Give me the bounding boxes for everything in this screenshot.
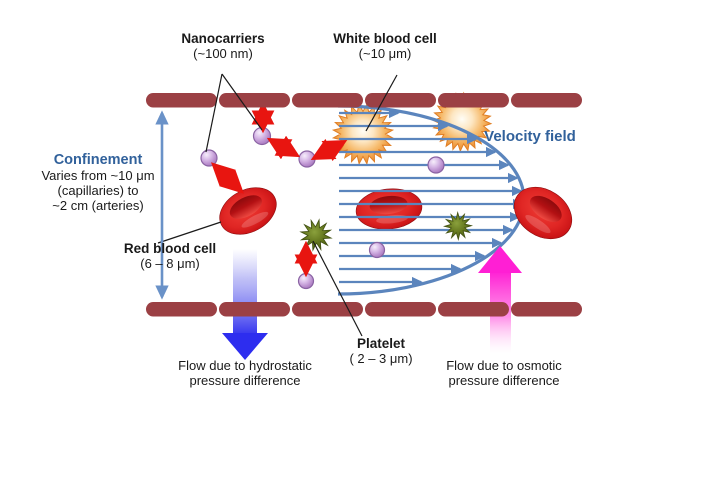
interaction-arrows	[211, 101, 348, 278]
vessel-wall-segment	[219, 302, 290, 317]
osmotic-flow-label: Flow due to osmotic pressure difference	[446, 358, 562, 388]
hydrostatic-flow-line2: pressure difference	[189, 373, 301, 388]
vessel-wall-segment	[511, 93, 582, 108]
white-blood-cell-1-body	[331, 102, 395, 166]
platelet-size: ( 2 – 3 μm)	[349, 351, 413, 366]
confinement-label: Confinement Varies from ~10 μm (capillar…	[41, 152, 155, 214]
red-blood-cell-size: (6 – 8 μm)	[140, 256, 200, 271]
confinement-line1: Varies from ~10 μm	[41, 168, 155, 183]
red-blood-cell-1	[219, 187, 277, 235]
platelet-name: Platelet	[356, 336, 406, 351]
white-blood-cell-size: (~10 μm)	[358, 46, 412, 61]
leader-line-nanocarrier-1	[205, 73, 223, 153]
vessel-wall-segment	[511, 302, 582, 317]
vessel-wall-segment	[438, 302, 509, 317]
nanocarriers-name: Nanocarriers	[181, 31, 265, 46]
nanocarrier-particle	[200, 149, 218, 167]
nanocarriers-label: Nanocarriers (~100 nm)	[181, 31, 264, 61]
platelet-label: Platelet ( 2 – 3 μm)	[349, 336, 412, 366]
interaction-arrow	[310, 138, 348, 162]
osmotic-flow-arrow	[478, 246, 522, 354]
vessel-wall-segment	[365, 302, 436, 317]
confinement-line3: ~2 cm (arteries)	[52, 198, 144, 213]
interaction-arrow	[266, 135, 301, 160]
velocity-field-arrows	[339, 107, 524, 288]
vessel-wall-segment	[146, 302, 217, 317]
white-blood-cell-label: White blood cell (~10 μm)	[333, 31, 437, 61]
platelet-2	[442, 210, 474, 242]
nanocarrier-particle	[368, 241, 386, 259]
red-blood-cell-2	[355, 188, 423, 230]
hydrostatic-flow-arrow	[222, 249, 268, 360]
nanocarrier-particle	[298, 150, 316, 168]
confinement-line2: (capillaries) to	[57, 183, 139, 198]
vessel-wall-segment	[146, 93, 217, 108]
leader-line-white-blood-cell	[365, 74, 398, 132]
white-blood-cell-1	[331, 102, 395, 166]
red-blood-cell-label: Red blood cell (6 – 8 μm)	[124, 241, 216, 271]
red-blood-cell-name: Red blood cell	[123, 241, 217, 256]
red-blood-cell-3	[513, 186, 573, 240]
osmotic-flow-line1: Flow due to osmotic	[446, 358, 562, 373]
leader-line-nanocarrier-2	[221, 73, 263, 131]
vessel-walls	[146, 93, 582, 317]
leader-line-red-blood-cell	[157, 221, 222, 244]
nanocarrier-particle	[297, 272, 315, 290]
velocity-field-label: Velocity field	[484, 128, 576, 145]
vessel-wall-segment	[292, 302, 363, 317]
nanocarrier-particle	[252, 126, 272, 146]
confinement-title: Confinement	[53, 152, 143, 168]
platelet-2-body	[442, 210, 474, 242]
white-blood-cell-name: White blood cell	[333, 31, 437, 46]
nanocarrier-particles	[200, 126, 445, 290]
vessel-wall-segment	[219, 93, 290, 108]
osmotic-flow-line2: pressure difference	[448, 373, 560, 388]
nanocarriers-size: (~100 nm)	[193, 46, 253, 61]
vessel-wall-segment	[365, 93, 436, 108]
hydrostatic-flow-line1: Flow due to hydrostatic	[178, 358, 312, 373]
hydrostatic-flow-label: Flow due to hydrostatic pressure differe…	[178, 358, 312, 388]
leader-line-platelet	[312, 240, 363, 337]
nanocarrier-particle	[427, 156, 445, 174]
interaction-arrow	[211, 162, 244, 194]
vessel-wall-segment	[292, 93, 363, 108]
vessel-wall-segment	[438, 93, 509, 108]
